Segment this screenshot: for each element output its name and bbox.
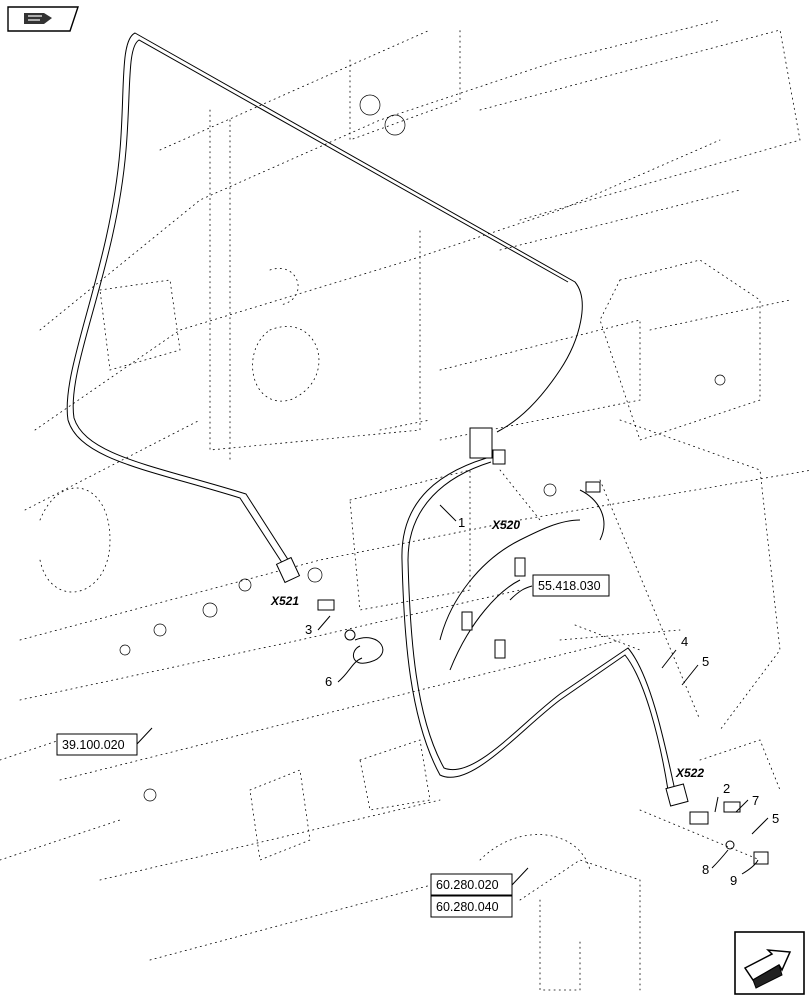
callout-6: 6 xyxy=(325,657,363,689)
back-nav-button[interactable] xyxy=(7,6,79,32)
reference-link-39-100-020[interactable]: 39.100.020 xyxy=(56,727,153,756)
next-nav-button[interactable] xyxy=(734,931,805,995)
svg-text:39.100.020: 39.100.020 xyxy=(62,738,125,752)
connector-label-x520: X520 xyxy=(491,518,520,532)
svg-text:4: 4 xyxy=(681,634,688,649)
svg-text:3: 3 xyxy=(305,622,312,637)
callout-9: 9 xyxy=(730,859,759,888)
svg-text:60.280.020: 60.280.020 xyxy=(436,878,499,892)
callout-1: 1 xyxy=(439,504,465,530)
svg-text:5: 5 xyxy=(702,654,709,669)
callout-5-lower: 5 xyxy=(751,811,779,835)
hand-pointing-icon xyxy=(24,13,52,24)
svg-text:7: 7 xyxy=(752,793,759,808)
svg-text:55.418.030: 55.418.030 xyxy=(538,579,601,593)
svg-text:9: 9 xyxy=(730,873,737,888)
reference-link-60-280-020[interactable]: 60.280.020 xyxy=(430,867,529,896)
svg-text:60.280.040: 60.280.040 xyxy=(436,900,499,914)
machine-frame xyxy=(0,19,812,991)
svg-text:2: 2 xyxy=(723,781,730,796)
wiring-harness xyxy=(66,32,769,865)
callout-7: 7 xyxy=(735,793,759,813)
callout-5-upper: 5 xyxy=(681,654,709,686)
svg-text:8: 8 xyxy=(702,862,709,877)
reference-link-60-280-040[interactable]: 60.280.040 xyxy=(430,895,513,918)
folded-arrow-icon xyxy=(743,949,792,989)
connector-label-x522: X522 xyxy=(675,766,704,780)
svg-text:1: 1 xyxy=(458,515,465,530)
svg-text:6: 6 xyxy=(325,674,332,689)
svg-text:5: 5 xyxy=(772,811,779,826)
reference-link-55-418-030[interactable]: 55.418.030 xyxy=(509,574,610,601)
callout-4: 4 xyxy=(661,634,688,669)
callout-3: 3 xyxy=(305,615,331,637)
callout-2: 2 xyxy=(714,781,730,813)
connector-label-x521: X521 xyxy=(270,594,299,608)
callout-8: 8 xyxy=(702,849,729,877)
